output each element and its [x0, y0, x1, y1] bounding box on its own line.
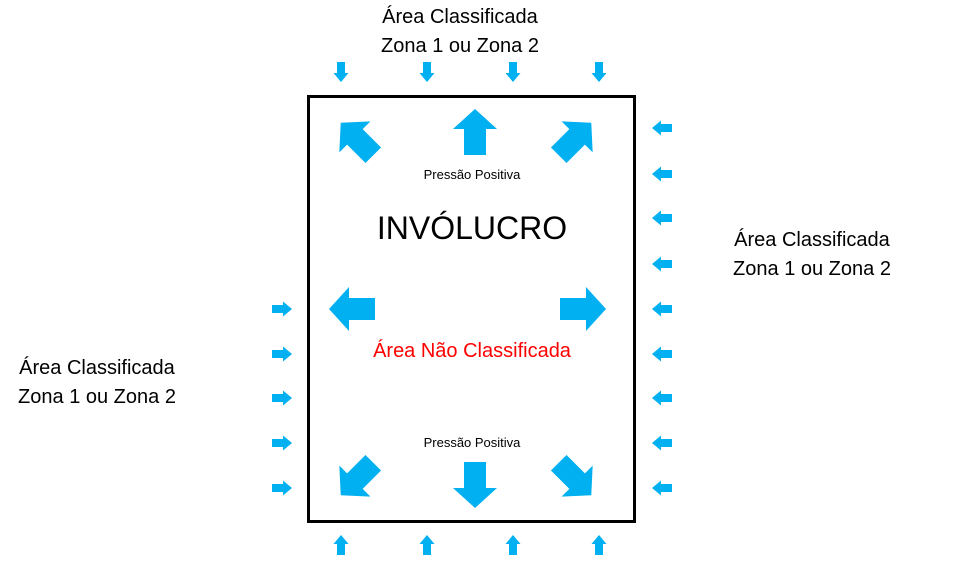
small-arrow-down-icon [591, 62, 607, 82]
large-arrow-up-icon [453, 109, 497, 155]
small-arrow-right-icon [272, 346, 292, 362]
small-arrow-down-icon [333, 62, 349, 82]
label-left-line1: Área Classificada [19, 357, 175, 379]
small-arrow-down-icon [505, 62, 521, 82]
small-arrow-right-icon [272, 435, 292, 451]
large-arrow-down-right-icon [550, 454, 593, 497]
label-top-line2: Zona 1 ou Zona 2 [381, 35, 539, 57]
large-arrow-down-left-icon [339, 454, 382, 497]
small-arrow-left-icon [652, 480, 672, 496]
small-arrow-left-icon [652, 120, 672, 136]
small-arrow-right-icon [272, 301, 292, 317]
small-arrow-right-icon [272, 480, 292, 496]
small-arrow-right-icon [272, 390, 292, 406]
small-arrow-down-icon [419, 62, 435, 82]
pressure-top-text: Pressão Positiva [423, 167, 521, 182]
large-arrow-right-icon [560, 287, 606, 331]
small-arrow-up-icon [419, 535, 435, 555]
small-arrow-left-icon [652, 166, 672, 182]
large-arrow-left-icon [329, 287, 375, 331]
small-arrow-left-icon [652, 435, 672, 451]
enclosure-box [307, 95, 636, 523]
label-left-classified-area: Área Classificada Zona 1 ou Zona 2 [18, 354, 176, 412]
label-top-classified-area: Área Classificada Zona 1 ou Zona 2 [381, 3, 539, 61]
enclosure-title: INVÓLUCRO [376, 210, 568, 246]
small-arrow-left-icon [652, 210, 672, 226]
small-arrow-up-icon [591, 535, 607, 555]
pressure-bottom-text: Pressão Positiva [423, 435, 521, 450]
non-classified-area-text: Área Não Classificada [373, 340, 571, 362]
label-left-line2: Zona 1 ou Zona 2 [18, 386, 176, 408]
label-right-line1: Área Classificada [734, 229, 890, 251]
label-top-line1: Área Classificada [382, 6, 538, 28]
label-right-line2: Zona 1 ou Zona 2 [733, 258, 891, 280]
label-right-classified-area: Área Classificada Zona 1 ou Zona 2 [733, 226, 891, 284]
large-arrow-up-left-icon [339, 121, 382, 164]
large-arrow-down-icon [453, 462, 497, 508]
small-arrow-left-icon [652, 256, 672, 272]
small-arrow-left-icon [652, 390, 672, 406]
large-arrow-up-right-icon [550, 121, 593, 164]
small-arrow-left-icon [652, 346, 672, 362]
small-arrow-up-icon [333, 535, 349, 555]
small-arrow-left-icon [652, 301, 672, 317]
small-arrow-up-icon [505, 535, 521, 555]
